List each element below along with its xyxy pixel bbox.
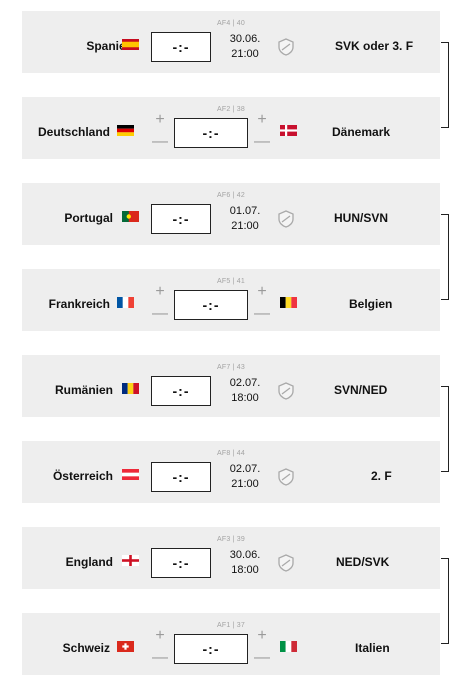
away-team: Italien xyxy=(355,641,390,655)
score-input[interactable]: -:- xyxy=(174,634,248,664)
away-score-stepper[interactable]: +— xyxy=(252,111,272,151)
match-id: AF1 | 37 xyxy=(217,622,245,629)
flag-france-icon xyxy=(117,297,134,308)
home-team: England xyxy=(65,555,113,569)
plus-icon[interactable]: + xyxy=(155,283,165,300)
away-score-stepper[interactable]: +— xyxy=(252,283,272,323)
flag-switzerland-icon xyxy=(117,641,134,652)
score-input[interactable]: -:- xyxy=(151,462,211,492)
match-card: AF8 | 44 Österreich -:- 02.07.21:00 2. F xyxy=(22,441,440,503)
flag-italy-icon xyxy=(280,641,297,652)
away-team: 2. F xyxy=(371,469,392,483)
home-score-stepper[interactable]: +— xyxy=(150,111,170,151)
match-card: AF1 | 37 Schweiz +— -:- +— Italien xyxy=(22,613,440,675)
bracket-connector xyxy=(441,42,449,128)
match-card: AF7 | 43 Rumänien -:- 02.07.18:00 SVN/NE… xyxy=(22,355,440,417)
match-card: AF6 | 42 Portugal -:- 01.07.21:00 HUN/SV… xyxy=(22,183,440,245)
minus-icon[interactable]: — xyxy=(254,305,270,322)
plus-icon[interactable]: + xyxy=(155,111,165,128)
match-id: AF5 | 41 xyxy=(217,278,245,285)
home-team: Spanien xyxy=(86,39,133,53)
match-id: AF7 | 43 xyxy=(217,364,245,371)
score-input[interactable]: -:- xyxy=(151,32,211,62)
home-team: Frankreich xyxy=(48,297,110,311)
shield-icon xyxy=(278,210,294,228)
away-team: HUN/SVN xyxy=(334,211,389,225)
score-input[interactable]: -:- xyxy=(151,548,211,578)
flag-austria-icon xyxy=(122,469,139,480)
match-card: AF4 | 40 Spanien -:- 30.06.21:00 SVK ode… xyxy=(22,11,440,73)
flag-spain-icon xyxy=(122,39,139,50)
match-datetime: 30.06.18:00 xyxy=(229,549,261,576)
home-team: Portugal xyxy=(64,211,113,225)
bracket-connector xyxy=(441,558,449,644)
bracket-connector xyxy=(441,386,449,472)
home-team: Deutschland xyxy=(37,125,110,139)
match-card: AF3 | 39 England -:- 30.06.18:00 NED/SVK xyxy=(22,527,440,589)
match-card: AF5 | 41 Frankreich +— -:- +— Belgien xyxy=(22,269,440,331)
score-input[interactable]: -:- xyxy=(151,204,211,234)
home-team: Schweiz xyxy=(62,641,110,655)
flag-belgium-icon xyxy=(280,297,297,308)
match-datetime: 01.07.21:00 xyxy=(229,205,261,232)
away-team: Belgien xyxy=(349,297,393,311)
score-input[interactable]: -:- xyxy=(174,118,248,148)
flag-germany-icon xyxy=(117,125,134,136)
home-team: Rumänien xyxy=(54,383,113,397)
match-card: AF2 | 38 Deutschland +— -:- +— Dänemark xyxy=(22,97,440,159)
match-id: AF3 | 39 xyxy=(217,536,245,543)
match-id: AF2 | 38 xyxy=(217,106,245,113)
plus-icon[interactable]: + xyxy=(257,283,267,300)
shield-icon xyxy=(278,468,294,486)
away-team: Dänemark xyxy=(332,125,391,139)
minus-icon[interactable]: — xyxy=(254,133,270,150)
score-input[interactable]: -:- xyxy=(174,290,248,320)
plus-icon[interactable]: + xyxy=(257,111,267,128)
match-datetime: 02.07.18:00 xyxy=(229,377,261,404)
away-team: SVN/NED xyxy=(334,383,388,397)
match-datetime: 30.06.21:00 xyxy=(229,33,261,60)
score-input[interactable]: -:- xyxy=(151,376,211,406)
flag-denmark-icon xyxy=(280,125,297,136)
shield-icon xyxy=(278,554,294,572)
home-team: Österreich xyxy=(52,469,113,483)
match-id: AF8 | 44 xyxy=(217,450,245,457)
shield-icon xyxy=(278,38,294,56)
away-team: NED/SVK xyxy=(336,555,390,569)
away-team: SVK oder 3. F xyxy=(335,39,414,53)
shield-icon xyxy=(278,382,294,400)
minus-icon[interactable]: — xyxy=(254,649,270,666)
match-datetime: 02.07.21:00 xyxy=(229,463,261,490)
minus-icon[interactable]: — xyxy=(152,133,168,150)
minus-icon[interactable]: — xyxy=(152,649,168,666)
match-id: AF6 | 42 xyxy=(217,192,245,199)
flag-romania-icon xyxy=(122,383,139,394)
away-score-stepper[interactable]: +— xyxy=(252,627,272,667)
match-id: AF4 | 40 xyxy=(217,20,245,27)
home-score-stepper[interactable]: +— xyxy=(150,627,170,667)
bracket-connector xyxy=(441,214,449,300)
minus-icon[interactable]: — xyxy=(152,305,168,322)
flag-england-icon xyxy=(122,555,139,566)
flag-portugal-icon xyxy=(122,211,139,222)
plus-icon[interactable]: + xyxy=(155,627,165,644)
home-score-stepper[interactable]: +— xyxy=(150,283,170,323)
plus-icon[interactable]: + xyxy=(257,627,267,644)
